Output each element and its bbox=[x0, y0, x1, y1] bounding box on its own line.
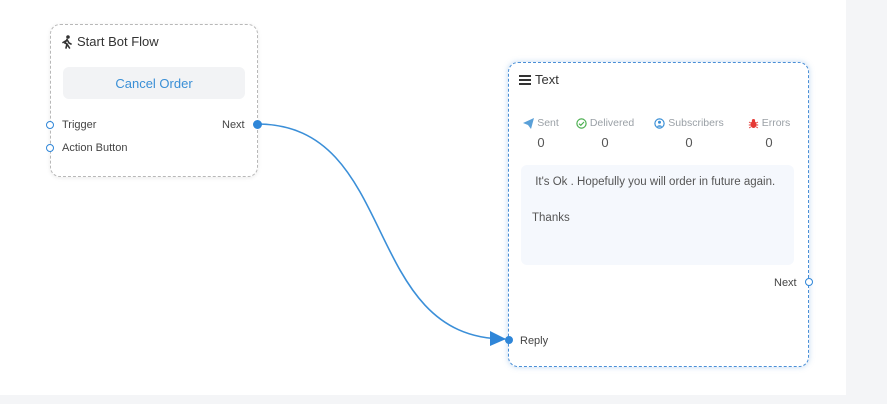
node-header: Text bbox=[519, 72, 559, 87]
stat-errors-label: Errors bbox=[761, 117, 791, 129]
list-icon bbox=[519, 74, 531, 85]
stat-sent: Sent 0 bbox=[519, 117, 563, 150]
cancel-order-button[interactable]: Cancel Order bbox=[63, 67, 245, 99]
stat-errors-value: 0 bbox=[765, 135, 773, 150]
bug-icon bbox=[748, 118, 758, 128]
stat-sent-value: 0 bbox=[537, 135, 545, 150]
stat-delivered: Delivered 0 bbox=[572, 117, 638, 150]
edge-arrowhead bbox=[490, 331, 506, 346]
stat-delivered-label: Delivered bbox=[589, 117, 635, 129]
reply-port[interactable] bbox=[505, 336, 513, 344]
reply-label: Reply bbox=[520, 335, 549, 347]
stat-subscribers-value: 0 bbox=[685, 135, 693, 150]
next-label: Next bbox=[222, 119, 245, 131]
node-header: Start Bot Flow bbox=[61, 34, 159, 49]
stat-subscribers-label: Subscribers bbox=[668, 117, 724, 129]
connection-edge[interactable] bbox=[256, 123, 506, 340]
next-port[interactable] bbox=[805, 278, 813, 286]
trigger-label: Trigger bbox=[62, 119, 97, 131]
stat-delivered-value: 0 bbox=[601, 135, 609, 150]
paper-plane-icon bbox=[523, 117, 535, 129]
stat-errors: Errors 0 bbox=[740, 117, 798, 150]
user-circle-icon bbox=[654, 117, 665, 129]
trigger-port[interactable] bbox=[46, 121, 54, 129]
action-button-label: Action Button bbox=[62, 142, 128, 154]
stat-subscribers: Subscribers 0 bbox=[646, 117, 732, 150]
action-button-port[interactable] bbox=[46, 144, 54, 152]
node-title: Start Bot Flow bbox=[77, 34, 159, 49]
walking-person-icon bbox=[62, 34, 72, 49]
next-label: Next bbox=[774, 277, 797, 289]
message-text[interactable]: It's Ok . Hopefully you will order in fu… bbox=[521, 165, 794, 265]
check-circle-icon bbox=[576, 117, 587, 129]
start-bot-flow-node[interactable]: Start Bot Flow Cancel Order Trigger Acti… bbox=[46, 24, 262, 177]
node-title: Text bbox=[535, 72, 559, 87]
stat-sent-label: Sent bbox=[537, 117, 559, 129]
stats-row: Sent 0 Delivered 0 bbox=[519, 117, 799, 157]
next-port[interactable] bbox=[253, 120, 262, 129]
text-node[interactable]: Text Sent 0 Delivered bbox=[505, 62, 813, 367]
